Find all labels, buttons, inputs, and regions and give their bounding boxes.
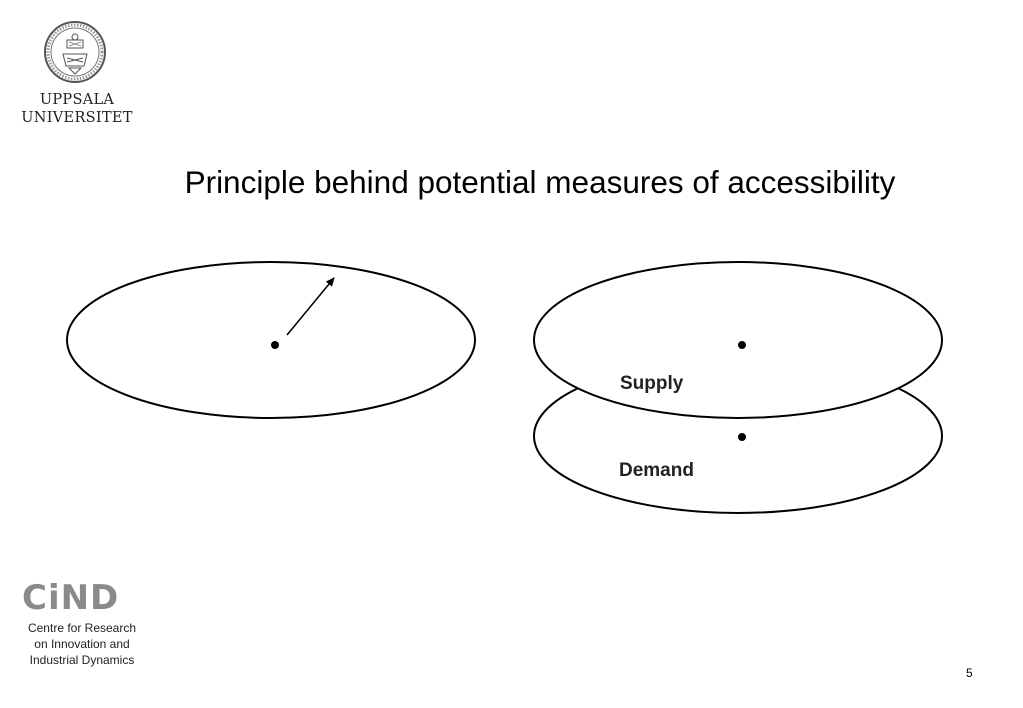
- catchment-area-ellipse: [66, 261, 476, 419]
- cind-full-name: Centre for Research on Innovation and In…: [27, 621, 137, 667]
- supply-point: [738, 341, 746, 349]
- slide-title: Principle behind potential measures of a…: [184, 164, 896, 200]
- supply-ellipse: [533, 261, 943, 419]
- cind-wordmark: CiND: [22, 578, 120, 618]
- radius-arrow: [286, 277, 335, 336]
- supply-label: Supply: [620, 373, 684, 394]
- origin-point: [271, 341, 279, 349]
- page-number: 5: [966, 666, 973, 680]
- demand-label: Demand: [619, 460, 694, 481]
- university-seal-icon: [44, 21, 106, 83]
- uppsala-university-logo: UPPSALA UNIVERSITET: [18, 20, 136, 132]
- demand-point: [738, 433, 746, 441]
- cind-logo: CiND Centre for Research on Innovation a…: [22, 580, 152, 670]
- university-name: UPPSALA UNIVERSITET: [21, 92, 133, 126]
